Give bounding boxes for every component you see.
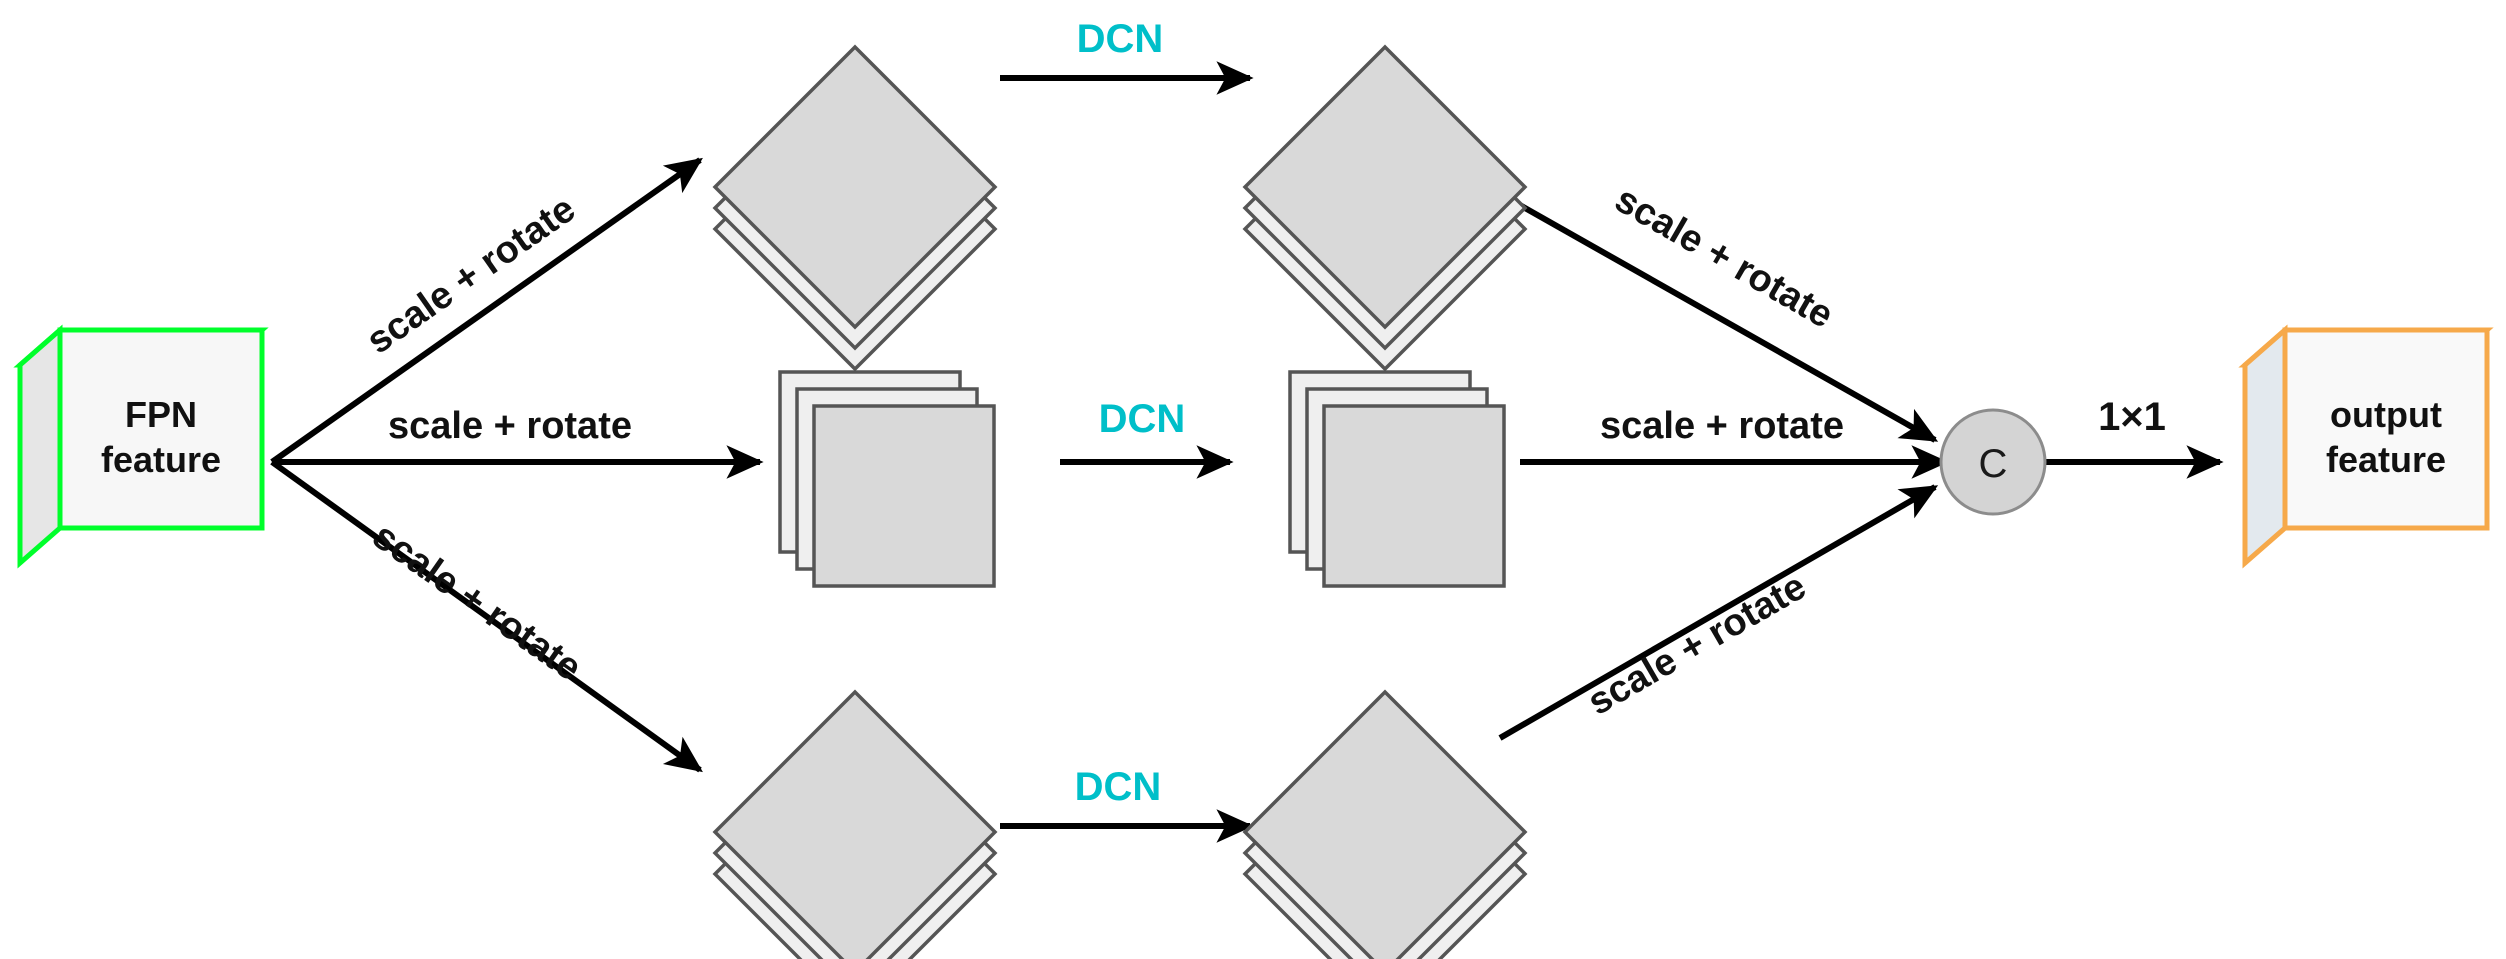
- fpn-feature-box[interactable]: FPN feature: [13, 324, 269, 569]
- output-label-line2: feature: [2326, 439, 2446, 480]
- fpn-label-line2: feature: [101, 439, 221, 480]
- feature-stack-middle-left: [778, 370, 996, 588]
- label-middle-dcn: DCN: [1099, 397, 1186, 441]
- label-bottom-dcn: DCN: [1075, 765, 1162, 809]
- label-input-to-middle: scale + rotate: [388, 405, 632, 447]
- fpn-label-line1: FPN: [125, 394, 197, 435]
- label-conv-1x1: 1×1: [2098, 395, 2166, 439]
- feature-stack-bottom-left: [712, 689, 998, 959]
- label-input-to-top: scale + rotate: [359, 188, 583, 362]
- label-top-to-concat: scale + rotate: [1608, 178, 1840, 336]
- output-label-line1: output: [2330, 394, 2442, 435]
- output-box-front-face: [2282, 327, 2490, 531]
- feature-stack-top-right: [1242, 44, 1528, 372]
- label-middle-to-concat: scale + rotate: [1600, 405, 1844, 447]
- label-bottom-to-concat: scale + rotate: [1581, 565, 1813, 723]
- fpn-box-front-face: [57, 327, 265, 531]
- feature-stack-bottom-right: [1242, 689, 1528, 959]
- label-top-dcn: DCN: [1077, 17, 1164, 61]
- concat-label: C: [1979, 442, 2008, 486]
- edge-top-to-concat: [1470, 175, 1939, 443]
- edge-input-to-top: [270, 157, 703, 465]
- concat-node[interactable]: C: [1939, 408, 2047, 516]
- label-input-to-bottom: scale + rotate: [365, 515, 589, 689]
- feature-stack-top-left: [712, 44, 998, 372]
- output-feature-box[interactable]: output feature: [2238, 324, 2494, 569]
- feature-stack-middle-right: [1288, 370, 1506, 588]
- concat-circle: [1939, 408, 2047, 516]
- output-box-side-face: [2242, 324, 2288, 569]
- edge-bottom-to-concat: [1498, 484, 1939, 741]
- fpn-box-side-face: [17, 324, 63, 569]
- edge-input-to-bottom: [270, 459, 703, 773]
